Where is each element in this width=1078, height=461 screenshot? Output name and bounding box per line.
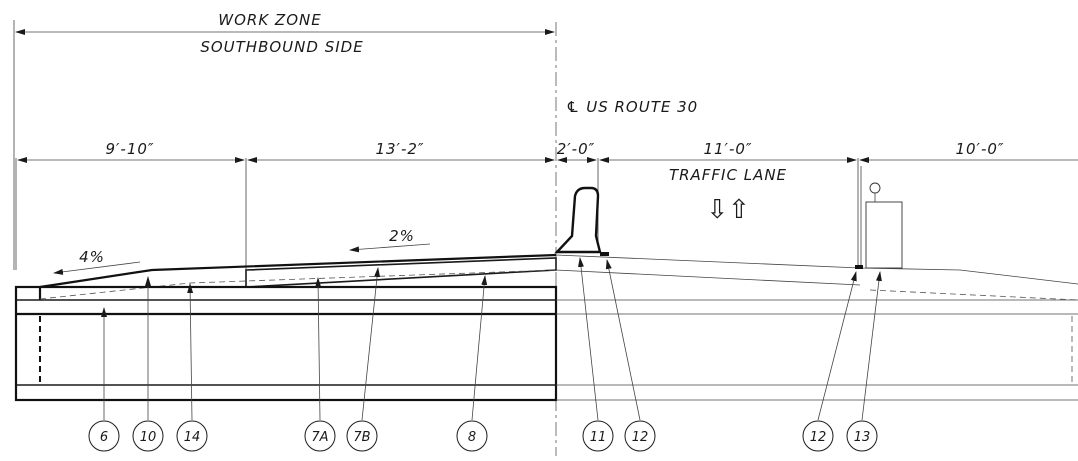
leader-line xyxy=(187,283,194,421)
callout-label: 10 xyxy=(140,430,157,445)
southbound-pavement xyxy=(14,253,558,402)
slope-2pct: 2% xyxy=(349,227,431,253)
callout-label: 7B xyxy=(353,430,370,445)
traffic-lane-label: TRAFFIC LANE xyxy=(669,166,787,184)
callout-label: 14 xyxy=(184,430,201,445)
leader-line xyxy=(361,267,381,421)
slope-arrow xyxy=(349,243,431,253)
pavement-top-surface xyxy=(39,253,557,289)
leader-line xyxy=(471,275,488,421)
leader-line xyxy=(315,277,322,421)
callout-12: 12 xyxy=(802,420,834,452)
leader-line xyxy=(817,271,857,421)
overlay-wedge xyxy=(245,257,557,288)
dimension-row: 9′-10″ 13′-2″ 2′-0″ 11′-0″ 10′-0″ xyxy=(15,140,1078,270)
slope-label-4pct: 4% xyxy=(79,248,105,266)
existing-subgrade-dashed xyxy=(869,289,1078,301)
dim-label-9-10: 9′-10″ xyxy=(105,140,154,158)
callout-label: 13 xyxy=(854,430,871,445)
northbound-pavement xyxy=(555,254,1078,401)
callout-label: 12 xyxy=(810,430,827,445)
callout-7b: 7B xyxy=(346,420,378,452)
subgrade-dashed-line xyxy=(39,269,557,300)
dim-label-10-0: 10′-0″ xyxy=(955,140,1004,158)
callout-label: 6 xyxy=(100,430,108,445)
callout-7a: 7A xyxy=(304,420,336,452)
work-zone-extent: WORK ZONE SOUTHBOUND SIDE xyxy=(13,11,555,270)
callout-6: 6 xyxy=(88,420,120,452)
leader-line xyxy=(578,257,599,421)
barrier-pad xyxy=(600,252,609,256)
leader-line xyxy=(605,259,641,421)
callout-10: 10 xyxy=(132,420,164,452)
callout-bubbles: 6 10 14 7A 7B 8 11 12 xyxy=(88,420,878,452)
callout-12: 12 xyxy=(624,420,656,452)
dim-label-11-0: 11′-0″ xyxy=(703,140,752,158)
callout-label: 12 xyxy=(632,430,649,445)
existing-top-surface xyxy=(555,254,1078,285)
sign-panel xyxy=(865,201,903,269)
base-course-outline xyxy=(14,285,558,402)
two-way-traffic-arrows-icon: ⇩⇧ xyxy=(706,195,750,225)
leader-line xyxy=(861,271,882,421)
slope-arrow xyxy=(53,261,141,275)
callout-11: 11 xyxy=(582,420,614,452)
work-zone-label: WORK ZONE xyxy=(218,11,321,29)
warning-light-icon xyxy=(869,182,881,194)
existing-layer-line xyxy=(555,269,861,286)
delineator-base xyxy=(855,265,863,269)
callout-8: 8 xyxy=(456,420,488,452)
concrete-barrier xyxy=(554,186,602,254)
callout-13: 13 xyxy=(846,420,878,452)
centerline-label: ℄ US ROUTE 30 xyxy=(566,98,698,116)
callout-label: 8 xyxy=(468,430,476,445)
callout-leaders xyxy=(101,257,882,421)
southbound-side-label: SOUTHBOUND SIDE xyxy=(200,38,363,56)
callout-14: 14 xyxy=(176,420,208,452)
callout-label: 11 xyxy=(590,430,607,445)
slope-4pct: 4% xyxy=(53,248,141,275)
callout-label: 7A xyxy=(311,430,328,445)
slope-label-2pct: 2% xyxy=(389,227,415,245)
dim-label-13-2: 13′-2″ xyxy=(375,140,424,158)
dim-label-2-0: 2′-0″ xyxy=(557,140,596,158)
